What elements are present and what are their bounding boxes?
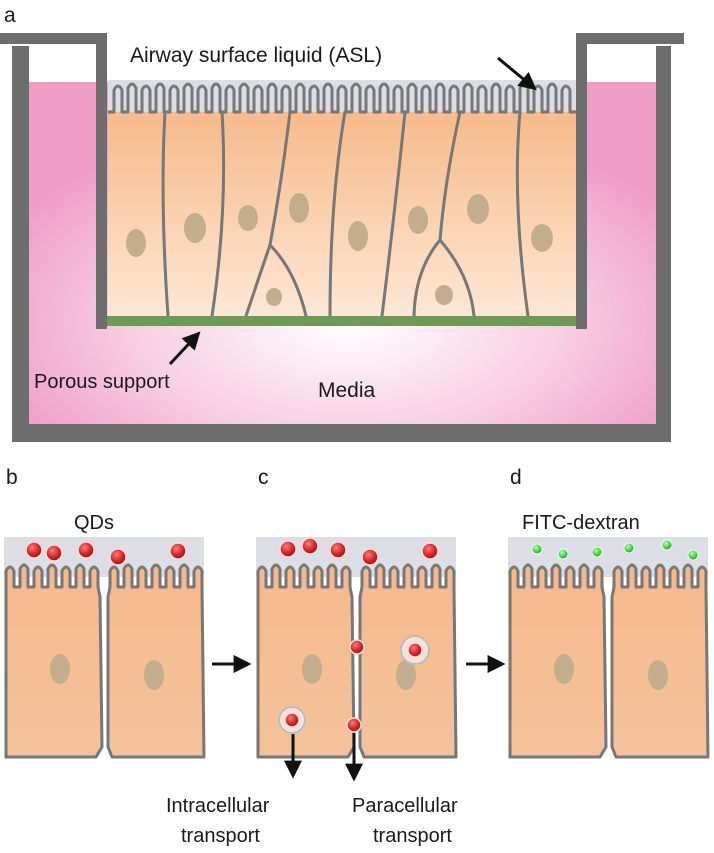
- quantum-dot-paracellular: [346, 717, 362, 733]
- panel-d: d FITC-dextran: [506, 466, 710, 759]
- quantum-dot: [109, 548, 127, 566]
- fitc-particle: [623, 542, 635, 554]
- quantum-dot: [45, 544, 63, 562]
- insert-interior: [108, 80, 576, 320]
- panel-b-cells: [2, 535, 206, 759]
- panel-a: a: [0, 4, 684, 442]
- porous-support-label: Porous support: [34, 371, 170, 393]
- quantum-dot: [279, 540, 297, 558]
- endocytic-vesicle: [278, 706, 306, 734]
- panel-b-letter: b: [6, 466, 18, 489]
- panel-d-cells: [506, 535, 710, 759]
- nuclei: [126, 193, 553, 306]
- paracellular-label-line2: transport: [373, 825, 452, 847]
- fitc-dextran-label: FITC-dextran: [522, 512, 640, 534]
- panel-a-letter: a: [4, 4, 16, 27]
- quantum-dot: [169, 542, 187, 560]
- intracellular-label-line2: transport: [181, 825, 260, 847]
- fitc-dextran-particles: [531, 539, 699, 561]
- fitc-particle: [531, 543, 543, 555]
- asl-arrow: [497, 56, 537, 91]
- porous-support-membrane: [106, 316, 578, 326]
- paracellular-label-line1: Paracellular: [352, 795, 458, 817]
- endocytic-vesicle: [400, 635, 430, 665]
- outer-well-wall: [12, 46, 671, 442]
- panel-d-letter: d: [510, 466, 522, 489]
- fitc-particle: [557, 548, 569, 560]
- quantum-dots: [279, 537, 439, 733]
- fitc-particle: [687, 549, 699, 561]
- quantum-dot: [25, 541, 43, 559]
- porous-support-arrow: [168, 331, 201, 366]
- panel-b: b QDs: [2, 466, 206, 759]
- cell-boundaries: [161, 110, 530, 318]
- media-label: Media: [318, 379, 376, 402]
- panel-c-letter: c: [258, 466, 269, 489]
- quantum-dot-paracellular: [349, 639, 365, 655]
- qds-label: QDs: [74, 512, 114, 534]
- insert-wall: [0, 33, 684, 329]
- fitc-particle: [661, 539, 673, 551]
- fitc-particle: [591, 546, 603, 558]
- quantum-dots: [25, 541, 187, 566]
- intracellular-label-line1: Intracellular: [166, 795, 270, 817]
- quantum-dot: [77, 541, 95, 559]
- panel-c: c Intracellular transport Paracellular t…: [166, 466, 458, 847]
- asl-label: Airway surface liquid (ASL): [130, 44, 382, 67]
- quantum-dot: [361, 548, 379, 566]
- quantum-dot: [329, 541, 347, 559]
- quantum-dot: [421, 542, 439, 560]
- apical-microvilli: [108, 82, 576, 114]
- quantum-dot: [301, 537, 319, 555]
